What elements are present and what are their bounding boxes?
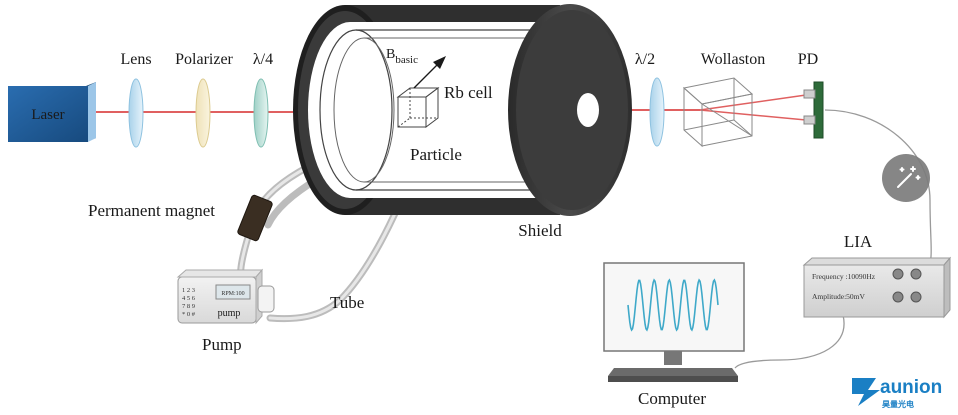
laser-label: Laser — [31, 107, 64, 123]
keypad-row-2: 4 5 6 — [182, 295, 196, 302]
brand-logo: aunion 昊量光电 — [852, 377, 942, 409]
rb-cell — [396, 87, 440, 128]
pump-label: Pump — [202, 335, 242, 354]
keypad-row-3: 7 8 9 — [182, 303, 195, 310]
lia-label: LIA — [844, 232, 873, 251]
rb-cell-label: Rb cell — [444, 83, 493, 102]
quarter-wave-plate: λ/4 — [253, 51, 273, 148]
permanent-magnet: Permanent magnet — [88, 194, 273, 242]
lia-amplitude: Amplitude:50mV — [812, 292, 865, 301]
polarizer: Polarizer — [175, 51, 234, 148]
oscilloscope-wave — [627, 278, 719, 332]
wollaston-label: Wollaston — [701, 51, 765, 68]
shield-label: Shield — [518, 221, 562, 240]
computer-cable — [734, 314, 845, 369]
tube-label: Tube — [330, 293, 364, 312]
permanent-magnet-label: Permanent magnet — [88, 201, 215, 220]
computer-label: Computer — [638, 389, 706, 408]
lens-label: Lens — [120, 51, 151, 68]
half-wave-label: λ/2 — [635, 51, 655, 68]
lens: Lens — [120, 51, 152, 148]
magnetic-shield: Shield — [293, 4, 632, 240]
keypad-row-1: 1 2 3 — [182, 287, 195, 294]
b-basic-label: Bbasic — [386, 47, 418, 66]
polarizer-label: Polarizer — [175, 51, 233, 68]
half-wave-plate: λ/2 — [635, 51, 665, 147]
photodetector: PD — [798, 51, 824, 139]
magic-wand-icon — [897, 166, 921, 188]
computer: Computer — [603, 262, 745, 408]
pump: RPM:100 1 2 3 4 5 6 7 8 9 * 0 # pump Pum… — [176, 268, 275, 354]
wollaston-prism — [682, 77, 754, 148]
laser-beam-split-upper — [699, 94, 807, 111]
brand-sub: 昊量光电 — [882, 399, 914, 409]
lia-frequency: Frequency :10090Hz — [812, 272, 876, 281]
pump-display: RPM:100 — [221, 291, 244, 297]
brand-name: aunion — [880, 377, 942, 398]
b-basic-arrow — [413, 56, 446, 89]
pd-label: PD — [798, 51, 818, 68]
magic-wand-button[interactable] — [882, 154, 930, 202]
laser: Laser — [8, 82, 96, 142]
particle-label: Particle — [410, 145, 462, 164]
pump-name: pump — [218, 308, 241, 319]
keypad-row-4: * 0 # — [182, 311, 196, 318]
lock-in-amplifier: Frequency :10090Hz Amplitude:50mV LIA — [802, 232, 952, 319]
quarter-wave-label: λ/4 — [253, 51, 273, 68]
laser-beam-split-lower — [699, 109, 807, 121]
